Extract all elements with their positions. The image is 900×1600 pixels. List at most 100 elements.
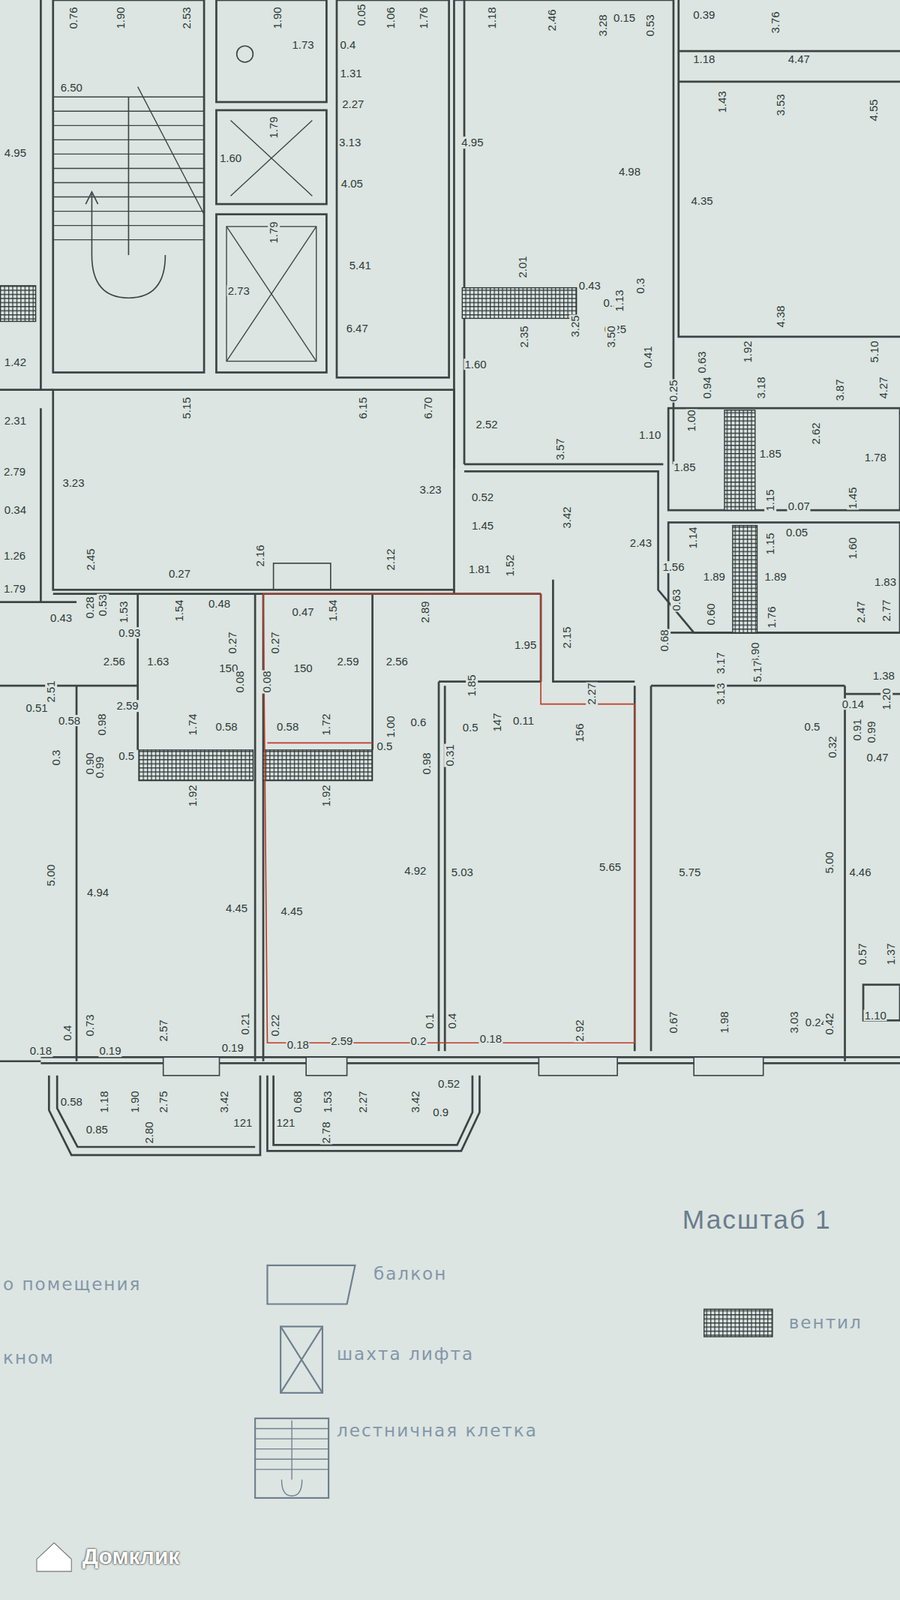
dimension-label: 1.74	[186, 712, 199, 736]
dimension-label: 1.18	[692, 53, 716, 66]
dimension-label: 1.14	[687, 525, 699, 549]
dimension-label: 0.58	[276, 720, 300, 733]
dimension-label: 2.78	[321, 1121, 333, 1145]
dimension-label: 1.26	[3, 550, 27, 563]
dimension-label: 0.99	[865, 720, 878, 744]
dimension-label: 4.94	[86, 887, 110, 900]
dimension-label: 0.58	[214, 720, 238, 733]
dimension-label: 0.18	[29, 1045, 53, 1058]
dimension-label: 1.10	[864, 1009, 888, 1022]
dimension-label: 2.52	[474, 418, 498, 431]
legend-text: вентил	[789, 1312, 863, 1332]
dimension-label: 150	[293, 662, 314, 675]
dimension-label: 1.10	[638, 429, 662, 441]
dimension-label: 2.77	[880, 598, 893, 622]
dimension-label: 1.54	[327, 598, 339, 622]
dimension-label: 0.57	[856, 942, 869, 966]
dimension-label: 2.79	[3, 465, 27, 478]
dimension-label: 0.4	[446, 1011, 459, 1029]
dimension-label: 1.90	[271, 6, 284, 30]
dimension-label: 3.23	[61, 477, 85, 489]
dimension-label: 1.60	[219, 152, 243, 165]
dimension-label: 1.18	[98, 1090, 111, 1114]
dimension-label: 1.85	[465, 674, 478, 698]
dimension-label: 1.13	[613, 289, 626, 313]
dimension-label: 0.58	[57, 714, 81, 727]
dimension-label: 0.73	[84, 1014, 96, 1038]
dimension-label: 1.45	[471, 519, 495, 532]
dimension-label: 1.31	[339, 67, 363, 80]
dimension-label: 1.81	[468, 563, 492, 576]
dimension-label: 1.15	[764, 488, 777, 512]
dimension-label: 1.95	[513, 639, 537, 651]
dimension-label: 0.52	[471, 491, 495, 504]
dimension-label: 1.76	[417, 6, 430, 30]
dimension-label: 0.85	[85, 1123, 109, 1136]
dimension-label: 1.00	[384, 714, 397, 738]
dimension-label: 4.47	[787, 53, 811, 66]
dimension-label: 1.73	[291, 39, 315, 51]
dimension-label: 5.00	[45, 864, 57, 888]
dimension-label: 1.42	[3, 356, 27, 369]
dimension-label: 2.59	[116, 700, 140, 713]
dimension-label: 0.43	[578, 279, 602, 292]
dimension-label: 0.11	[512, 714, 535, 727]
dimension-label: 0.48	[207, 598, 231, 611]
dimension-label: 0.34	[3, 504, 27, 516]
dimension-label: 1.98	[718, 1011, 731, 1035]
dimension-label: 2.56	[385, 655, 409, 668]
dimension-label: 1.00	[686, 408, 699, 432]
dimension-label: 156	[573, 722, 586, 743]
dimension-label: 1.60	[847, 536, 860, 560]
dimension-label: 1.76	[765, 606, 778, 630]
dimension-label: 2.16	[254, 544, 267, 568]
dimension-label: 1.18	[486, 6, 498, 30]
dimension-label: 4.38	[774, 304, 787, 328]
dimension-label: 2.47	[855, 600, 867, 624]
dimension-label: 1.92	[741, 340, 754, 364]
watermark: Домклик	[81, 1544, 180, 1568]
dimension-label: 4.27	[877, 375, 890, 399]
dimension-label: 2.73	[227, 285, 251, 297]
dimension-label: 0.4	[339, 39, 357, 51]
dimension-label: 3.18	[755, 375, 768, 399]
dimension-label: 1.79	[3, 582, 27, 595]
dimension-label: 4.98	[618, 165, 642, 178]
dimension-label: 2.53	[180, 6, 193, 30]
dimension-label: 0.18	[286, 1038, 310, 1051]
dimension-label: 0.3	[50, 748, 63, 766]
dimension-label: 0.31	[444, 743, 456, 767]
dimension-label: 3.28	[597, 13, 609, 37]
dimension-label: 0.99	[93, 756, 106, 780]
legend-text: кном	[3, 1347, 55, 1368]
dimension-label: 5.15	[180, 396, 193, 420]
dimension-label: 6.47	[345, 322, 369, 335]
dimension-label: 3.13	[714, 682, 727, 706]
dimension-label: 0.6	[409, 716, 427, 729]
dimension-label: 2.59	[330, 1035, 354, 1047]
dimension-label: 6.50	[60, 81, 84, 94]
dimension-label: 3.23	[419, 483, 443, 496]
dimension-label: 1.63	[146, 655, 170, 668]
dimension-label: 2.57	[157, 1019, 170, 1043]
dimension-label: 0.08	[261, 669, 274, 693]
dimension-label: 3.87	[834, 378, 846, 402]
dimension-label: 2.45	[84, 547, 97, 571]
dimension-label: 0.68	[658, 629, 671, 653]
dimension-label: 0.53	[644, 13, 657, 37]
dimension-label: 2.92	[573, 1019, 586, 1043]
dimension-label: 5.75	[678, 866, 702, 879]
dimension-label: 1.53	[321, 1090, 334, 1114]
dimension-label: 3.03	[788, 1011, 801, 1035]
dimension-label: 2.35	[518, 324, 531, 348]
dimension-label: 4.92	[403, 864, 427, 877]
dimension-label: 5.00	[823, 850, 836, 874]
dimension-label: 0.63	[696, 350, 708, 374]
dimension-label: 5.41	[348, 259, 372, 272]
dimension-label: 0.98	[420, 751, 433, 775]
dimension-label: 0.28	[84, 595, 96, 619]
dimension-label: 3.25	[569, 315, 582, 339]
dimension-label: 0.63	[670, 588, 683, 612]
dimension-label: 0.91	[851, 717, 864, 741]
dimension-label: 0.43	[49, 612, 73, 625]
